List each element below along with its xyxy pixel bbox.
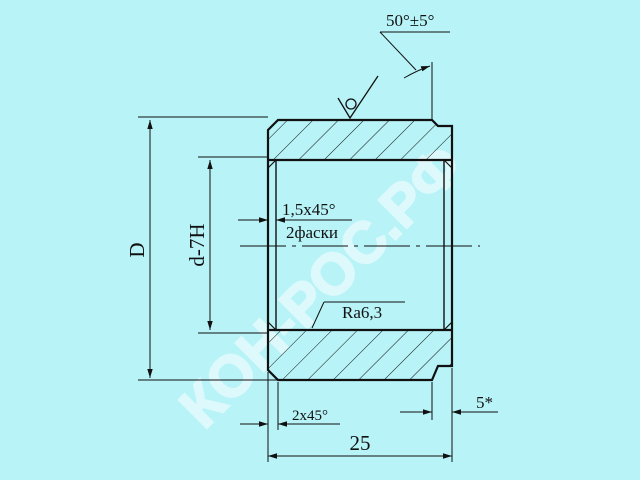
chamfer-count-label: 2фаски xyxy=(286,223,338,242)
length-label: 25 xyxy=(350,431,371,455)
inner-chamfer-label: 1,5x45° xyxy=(282,200,336,219)
roughness-label: Ra6,3 xyxy=(342,303,382,322)
roughness-symbol xyxy=(337,75,379,120)
part-outline xyxy=(266,118,454,382)
outer-chamfer-label: 2x45° xyxy=(292,408,328,424)
dimension-lines xyxy=(138,31,498,462)
groove-width-label: 5* xyxy=(476,393,493,412)
bore-diameter-label: d-7H xyxy=(185,223,209,266)
outer-diameter-label: D xyxy=(125,242,149,257)
watermark: КОН-РОС.РФ xyxy=(167,132,475,440)
angle-tolerance-label: 50°±5° xyxy=(386,11,434,30)
section-hatching xyxy=(268,120,452,380)
